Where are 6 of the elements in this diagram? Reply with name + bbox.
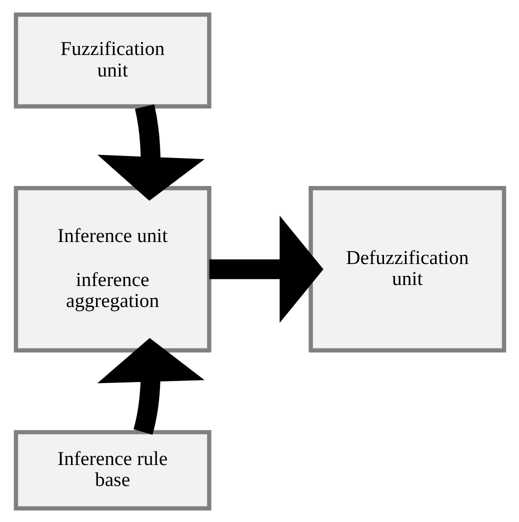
- arrow: [208, 215, 323, 322]
- node-box: Fuzzification unit: [13, 12, 211, 108]
- arrow: [96, 337, 204, 434]
- node-box: Inference unit inference aggregation: [13, 186, 211, 352]
- node-box: Defuzzification unit: [308, 186, 506, 352]
- node-box: Inference rule base: [13, 430, 211, 510]
